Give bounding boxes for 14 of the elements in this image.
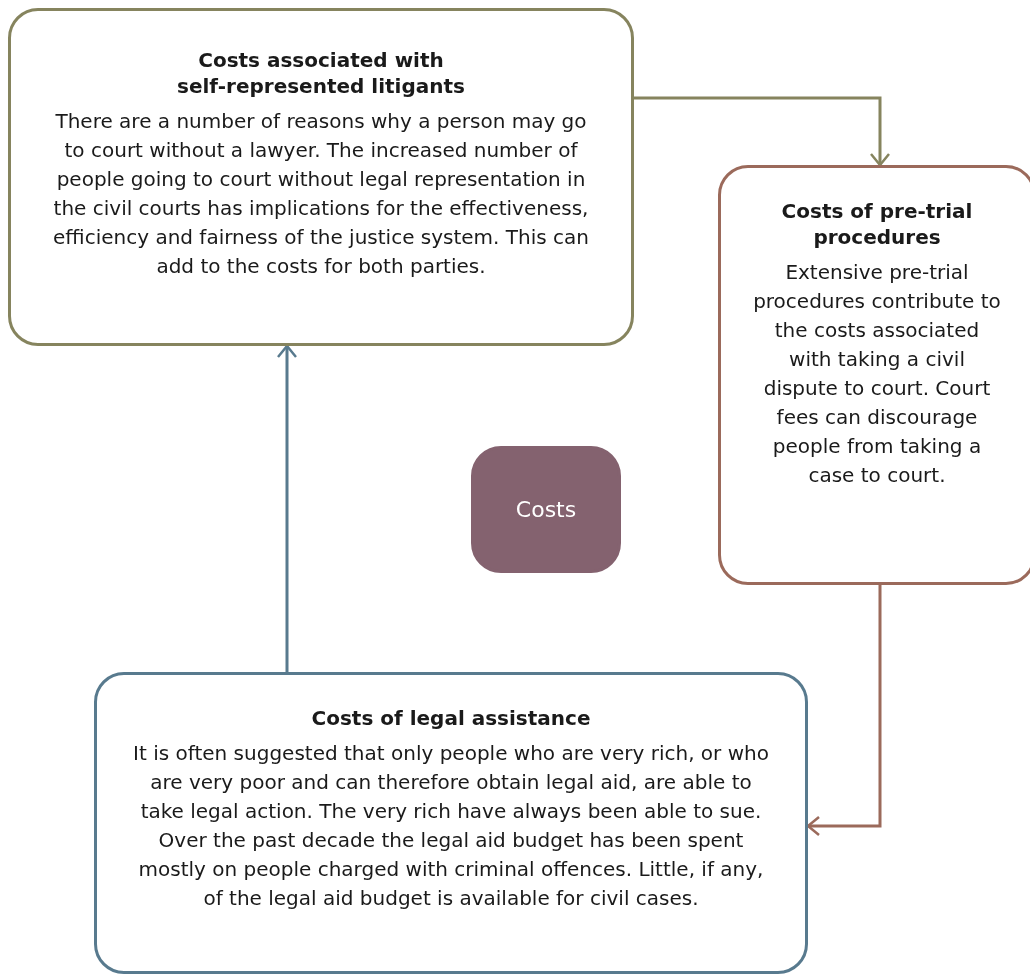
arrow bbox=[634, 96, 891, 167]
box-body-text: It is often suggested that only people who are very rich, or who are very poor and can therefore obtain legal aid, are able to take legal action. The very rich have always been able to sue. Over the past decade the legal aid budget has been spent mostly on people charged with criminal offences. Little, if any, of the legal aid budget is available for civil cases. bbox=[132, 740, 770, 912]
topic-box bbox=[8, 8, 634, 346]
centre-box bbox=[471, 446, 621, 573]
box-heading: Costs of legal assistance bbox=[311, 705, 591, 731]
topic-box bbox=[94, 672, 808, 974]
box-body-text: There are a number of reasons why a person may go to court without a lawyer. The increased number of people going to court without legal representation in the civil courts has implications for the effectiveness, efficiency and fairness of the justice system. This can add to the costs for both parties. bbox=[52, 108, 590, 280]
centre-label: Costs bbox=[515, 496, 577, 524]
topic-box bbox=[718, 165, 1030, 585]
arrow bbox=[276, 344, 298, 672]
box-heading: Costs of pre-trial procedures bbox=[780, 198, 974, 250]
arrow bbox=[806, 585, 882, 837]
box-body-text: Extensive pre-trial procedures contribute to the costs associated with taking a civil dispute to court. Court fees can discourage people from taking a case to court. bbox=[752, 259, 1002, 489]
box-heading: Costs associated with self-represented litigants bbox=[176, 47, 466, 99]
